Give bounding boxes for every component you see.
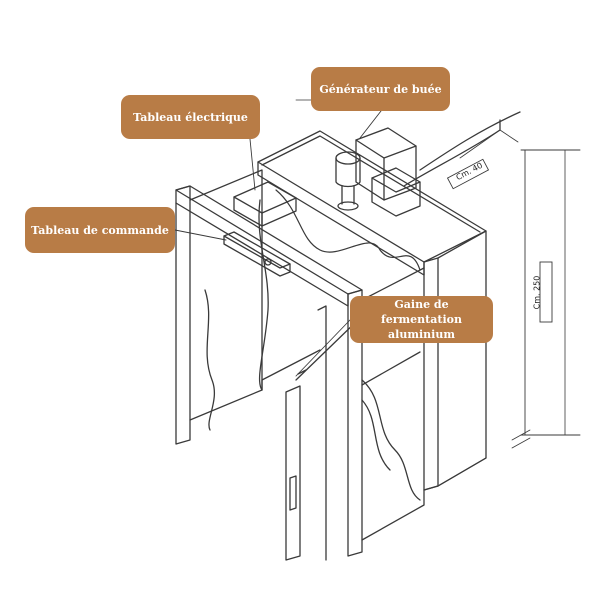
front-left-post bbox=[175, 185, 191, 445]
height-dimension-label: Cm. 250 bbox=[532, 275, 542, 310]
steam-generator bbox=[335, 127, 421, 217]
callout-electrical-panel: Tableau électrique bbox=[121, 95, 260, 139]
front-right-post bbox=[347, 289, 363, 557]
front-header-beam bbox=[175, 185, 363, 295]
electrical-box bbox=[233, 181, 297, 214]
depth-dimension bbox=[459, 129, 519, 159]
back-right-post bbox=[423, 257, 439, 491]
callout-aluminium-duct: Gaine de fermentation aluminium bbox=[350, 296, 493, 343]
height-dimension bbox=[520, 149, 581, 436]
callout-steam-generator: Générateur de buée bbox=[311, 67, 450, 111]
left-side-panel bbox=[189, 169, 263, 421]
callout-control-panel: Tableau de commande bbox=[25, 207, 175, 253]
door bbox=[285, 385, 301, 561]
aluminium-duct bbox=[275, 189, 421, 271]
